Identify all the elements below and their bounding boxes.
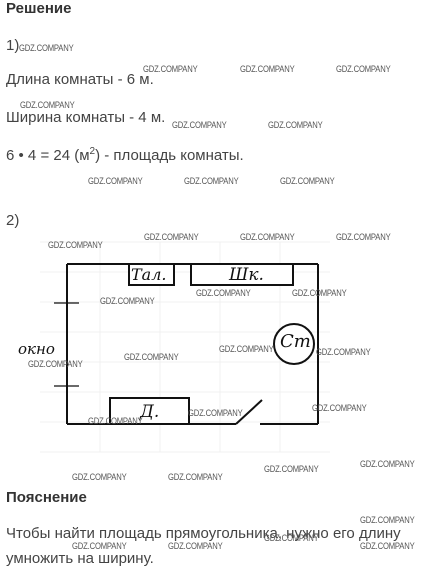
watermark: GDZ.COMPANY	[88, 176, 143, 186]
chair-circle	[273, 323, 315, 365]
wardrobe-rect	[190, 263, 294, 286]
watermark: GDZ.COMPANY	[168, 541, 223, 551]
watermark: GDZ.COMPANY	[336, 64, 391, 74]
watermark: GDZ.COMPANY	[268, 120, 323, 130]
area-formula: 6 • 4 = 24 (м	[6, 147, 90, 164]
watermark: GDZ.COMPANY	[240, 232, 295, 242]
watermark: GDZ.COMPANY	[312, 403, 367, 413]
window-label: окно	[18, 340, 55, 358]
table-rect	[128, 263, 175, 286]
watermark: GDZ.COMPANY	[264, 464, 319, 474]
watermark: GDZ.COMPANY	[124, 352, 179, 362]
explanation-heading: Пояснение	[6, 489, 87, 506]
room-width-line: Ширина комнаты - 4 м.	[6, 109, 166, 126]
watermark: GDZ.COMPANY	[196, 288, 251, 298]
watermark: GDZ.COMPANY	[264, 533, 319, 543]
watermark: GDZ.COMPANY	[184, 176, 239, 186]
watermark: GDZ.COMPANY	[19, 43, 74, 53]
window-marks	[54, 302, 79, 387]
watermark: GDZ.COMPANY	[88, 416, 143, 426]
watermark: GDZ.COMPANY	[188, 408, 243, 418]
watermark: GDZ.COMPANY	[316, 347, 371, 357]
step-1-number: 1)	[6, 37, 20, 54]
door	[235, 399, 263, 425]
solution-heading: Решение	[6, 0, 72, 17]
explanation-text-line-1: Чтобы найти площадь прямоугольника, нужн…	[6, 525, 401, 542]
watermark: GDZ.COMPANY	[360, 515, 415, 525]
watermark: GDZ.COMPANY	[20, 100, 75, 110]
watermark: GDZ.COMPANY	[172, 120, 227, 130]
watermark: GDZ.COMPANY	[144, 232, 199, 242]
watermark: GDZ.COMPANY	[336, 232, 391, 242]
watermark: GDZ.COMPANY	[72, 541, 127, 551]
explanation-text-line-2: умножить на ширину.	[6, 550, 154, 567]
watermark: GDZ.COMPANY	[48, 240, 103, 250]
watermark: GDZ.COMPANY	[292, 288, 347, 298]
area-unit-exponent: 2	[89, 146, 96, 157]
watermark: GDZ.COMPANY	[280, 176, 335, 186]
watermark: GDZ.COMPANY	[360, 459, 415, 469]
watermark: GDZ.COMPANY	[72, 472, 127, 482]
step-2-number: 2)	[6, 212, 20, 229]
watermark: GDZ.COMPANY	[360, 541, 415, 551]
sofa-rect	[109, 397, 190, 425]
area-calculation-line: 6 • 4 = 24 (м2) - площадь комнаты.	[6, 146, 244, 164]
wardrobe-label: Шк.	[229, 265, 264, 285]
watermark: GDZ.COMPANY	[240, 64, 295, 74]
watermark: GDZ.COMPANY	[219, 344, 274, 354]
room-length-line: Длина комнаты - 6 м.	[6, 71, 154, 88]
sofa-label: Д.	[140, 402, 160, 422]
area-result-text: ) - площадь комнаты.	[95, 147, 244, 164]
table-label: Тал.	[131, 265, 167, 284]
chair-label: Ст	[280, 331, 311, 352]
watermark: GDZ.COMPANY	[28, 359, 83, 369]
watermark: GDZ.COMPANY	[100, 296, 155, 306]
watermark: GDZ.COMPANY	[143, 64, 198, 74]
watermark: GDZ.COMPANY	[168, 472, 223, 482]
